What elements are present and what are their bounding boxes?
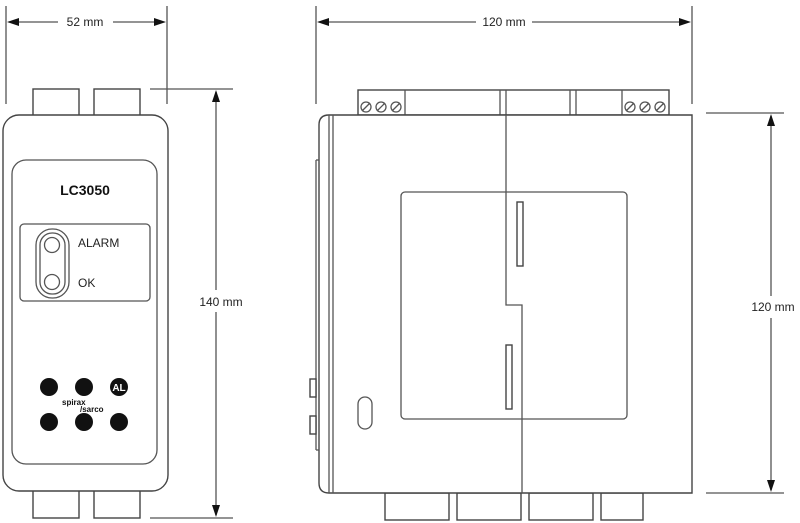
front-width-dimension: 52 mm	[5, 6, 168, 104]
indicator-bezel-inner	[39, 232, 66, 295]
keypad-button-4[interactable]	[40, 413, 58, 431]
front-view: 52 mm LC3050 ALARM OK AL spirax /sar	[2, 6, 243, 519]
indicator-window	[19, 223, 151, 302]
side-view: 120 mm	[309, 6, 795, 521]
bottom-connector-left	[32, 489, 80, 519]
mounting-slot	[357, 396, 373, 430]
terminal-screws-right	[624, 101, 666, 113]
alarm-led-icon	[43, 236, 61, 254]
side-width-label: 120 mm	[482, 15, 525, 29]
ok-led-icon	[43, 273, 61, 291]
svg-text:spirax: spirax	[62, 398, 86, 407]
clip-tab-upper	[309, 378, 317, 398]
spirax-sarco-logo: spirax /sarco	[62, 398, 104, 414]
side-height-dimension: 120 mm	[706, 112, 795, 494]
keypad-button-2[interactable]	[75, 378, 93, 396]
ok-label: OK	[78, 276, 95, 290]
bottom-connector-right	[93, 489, 141, 519]
alarm-label: ALARM	[78, 236, 119, 250]
model-label: LC3050	[60, 182, 110, 198]
indicator-bezel-outer	[35, 228, 70, 299]
terminal-block-top	[357, 89, 670, 116]
bottom-connectors-side	[384, 492, 644, 521]
split-line	[505, 115, 523, 493]
slot-lower	[505, 344, 513, 410]
side-width-dimension: 120 mm	[315, 6, 693, 104]
alarm-button[interactable]	[110, 378, 128, 396]
alarm-button-label: AL	[112, 383, 125, 394]
side-height-label: 120 mm	[751, 300, 794, 314]
front-width-label: 52 mm	[67, 15, 104, 29]
top-connector-right	[93, 88, 141, 117]
svg-text:/sarco: /sarco	[80, 405, 104, 414]
front-height-label: 140 mm	[199, 295, 242, 309]
front-panel	[11, 159, 158, 465]
top-connector-left	[32, 88, 80, 117]
keypad-button-5[interactable]	[75, 413, 93, 431]
front-housing	[2, 114, 169, 492]
terminal-screws-left	[360, 101, 402, 113]
keypad-button-6[interactable]	[110, 413, 128, 431]
keypad-button-1[interactable]	[40, 378, 58, 396]
slot-upper	[516, 201, 524, 267]
side-cover-panel	[400, 191, 628, 420]
clip-tab-lower	[309, 415, 317, 435]
front-height-dimension: 140 mm	[150, 88, 243, 519]
